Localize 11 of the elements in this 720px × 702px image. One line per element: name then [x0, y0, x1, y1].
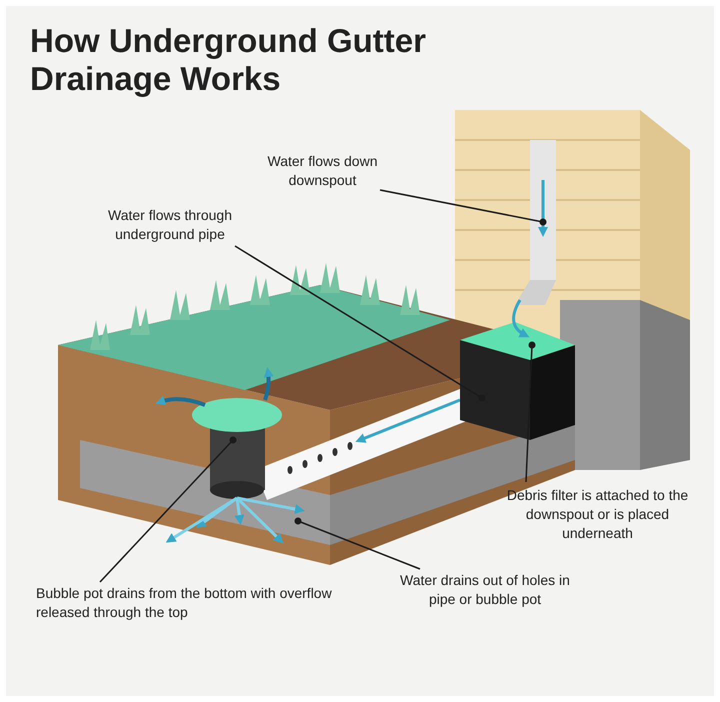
leader-line	[525, 342, 536, 482]
callout-text: Water flows through underground pipe	[107, 206, 233, 244]
leader-line	[99, 436, 236, 583]
callout-text: Bubble pot drains from the bottom with overflow released through the top	[36, 584, 333, 622]
title: How Underground Gutter Drainage Works	[30, 22, 427, 98]
leader-line	[294, 518, 420, 570]
leader-line	[380, 189, 546, 226]
callout-text: Water flows down downspout	[266, 152, 378, 190]
callout-text: Debris filter is attached to the downspout or is placed underneath	[506, 486, 690, 543]
callout-text: Water drains out of holes in pipe or bubble pot	[399, 571, 571, 609]
leader-line	[234, 245, 486, 402]
